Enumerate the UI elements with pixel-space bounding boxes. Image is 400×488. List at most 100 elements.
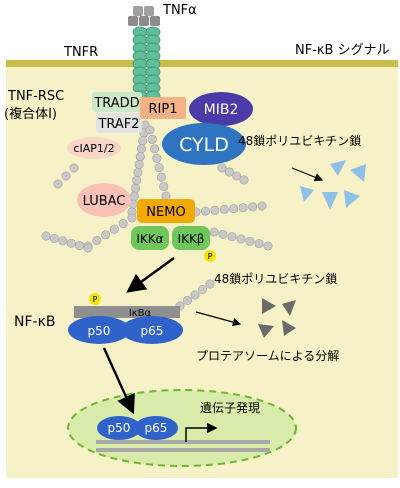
k48-chain-label-2: 48鎖ポリユビキチン鎖 — [214, 271, 337, 286]
ikba-label: IκBα — [129, 308, 152, 319]
free-ubiquitin-fragments — [300, 160, 366, 210]
dna-strand-bottom — [96, 448, 270, 452]
ubiquitin-bead — [132, 175, 142, 185]
ubiquitin-bead — [200, 206, 210, 216]
proteasome-degradation-label: プロテアソームによる分解 — [196, 349, 339, 363]
ubiquitin-bead — [58, 236, 68, 246]
ubiquitin-bead — [49, 233, 59, 243]
p50-nuclear-protein — [97, 416, 141, 440]
ubiquitin-bead — [218, 229, 228, 239]
ubiquitin-bead — [131, 183, 141, 193]
ikk-phosphate-label: P — [208, 252, 213, 261]
ubiquitin-bead — [75, 241, 85, 251]
cyld-protein — [162, 123, 246, 165]
ubiquitin-bead — [69, 163, 79, 173]
p50-label: p50 — [88, 324, 111, 338]
ikk-phosphate — [204, 250, 216, 262]
ubiquitin-bead — [210, 205, 220, 215]
ubiquitin-bead — [245, 236, 255, 246]
rip1-label: RIP1 — [149, 102, 178, 117]
ubiquitin-bead — [190, 290, 200, 300]
tnfa-ligand — [128, 6, 160, 26]
mib2-protein — [189, 92, 253, 126]
ciap-protein — [67, 137, 121, 159]
ubiquitin-bead — [41, 231, 51, 241]
traf2-protein — [96, 113, 142, 133]
ubiquitin-bead — [134, 160, 144, 170]
lubac-protein — [77, 183, 131, 217]
tnfr-receptor — [132, 26, 161, 102]
p50-protein — [68, 316, 130, 344]
ubiquitin-bead — [159, 182, 169, 192]
nuclear-translocation-arrow — [102, 347, 135, 415]
tnf-rsc-label: TNF-RSC — [7, 89, 64, 104]
ubiquitin-bead — [138, 136, 148, 146]
gene-expression-label: 遺伝子発現 — [200, 400, 260, 415]
ubiquitin-chains — [41, 120, 273, 311]
ciap-label: cIAP1/2 — [73, 142, 114, 155]
ubiquitin-bead — [127, 213, 137, 223]
ubiquitin-bead — [198, 284, 208, 294]
rip1-protein — [140, 97, 186, 119]
p50-nuclear-label: p50 — [108, 421, 131, 435]
ubiquitin-bead — [156, 172, 166, 182]
ikba-phosphate — [89, 293, 101, 305]
pathway-title: NF-κB シグナル — [295, 43, 390, 58]
ubiquitin-bead — [118, 219, 128, 229]
tnfa-label: TNFα — [162, 3, 197, 18]
ubiquitin-bead — [236, 234, 246, 244]
ubiquitin-bead — [229, 204, 239, 214]
nfkb-label: NF-κB — [14, 314, 55, 330]
ubiquitin-bead — [66, 238, 76, 248]
ubiquitin-bead — [133, 167, 143, 177]
ikk-alpha-label: IKKα — [136, 232, 163, 246]
ubiquitin-bead — [109, 224, 119, 234]
ubiquitin-bead — [152, 153, 162, 163]
mib2-label: MIB2 — [204, 102, 239, 118]
nemo-label: NEMO — [146, 205, 185, 220]
ubiquitin-bead — [205, 279, 215, 289]
degradation-arrow — [195, 311, 242, 327]
ubiquitin-bead — [61, 171, 71, 181]
complex-i-label: (複合体Ⅰ) — [4, 106, 57, 122]
plasma-membrane — [6, 60, 398, 67]
ubiquitin-bead — [209, 227, 219, 237]
ubiquitin-bead — [150, 144, 160, 154]
ikk-beta-protein — [172, 226, 210, 250]
ikba-protein — [74, 306, 180, 318]
lubac-label: LUBAC — [83, 194, 126, 209]
cyld-label: CYLD — [179, 134, 229, 156]
ubiquitin-bead — [248, 202, 258, 212]
ubiquitin-bead — [136, 144, 146, 154]
cleavage-arrow — [291, 167, 324, 182]
ubiquitin-bead — [217, 163, 227, 173]
transcription-start-arrow — [185, 422, 218, 442]
ubiquitin-bead — [101, 230, 111, 240]
tnfr-label: TNFR — [63, 45, 98, 60]
ubiquitin-bead — [92, 235, 102, 245]
p65-protein — [121, 316, 183, 344]
ubiquitin-bead — [227, 232, 237, 242]
ubiquitin-bead — [129, 191, 139, 201]
ubiquitin-bead — [145, 125, 155, 135]
phosphorylation-arrow — [126, 257, 175, 293]
ikk-alpha-protein — [131, 226, 169, 250]
ubiquitin-bead — [53, 179, 63, 189]
ubiquitin-bead — [239, 175, 249, 185]
traf2-label: TRAF2 — [97, 117, 139, 132]
ubiquitin-bead — [147, 134, 157, 144]
p65-nuclear-label: p65 — [145, 421, 168, 435]
nemo-protein — [137, 199, 195, 223]
ubiquitin-bead — [232, 171, 242, 181]
degraded-fragments — [258, 298, 296, 338]
ubiquitin-bead — [154, 163, 164, 173]
ubiquitin-bead — [83, 243, 93, 253]
p65-label: p65 — [141, 324, 164, 338]
ubiquitin-bead — [135, 152, 145, 162]
ubiquitin-bead — [263, 241, 273, 251]
ubiquitin-bead — [224, 167, 234, 177]
dna-strand-top — [96, 440, 270, 444]
ubiquitin-bead — [161, 191, 171, 201]
